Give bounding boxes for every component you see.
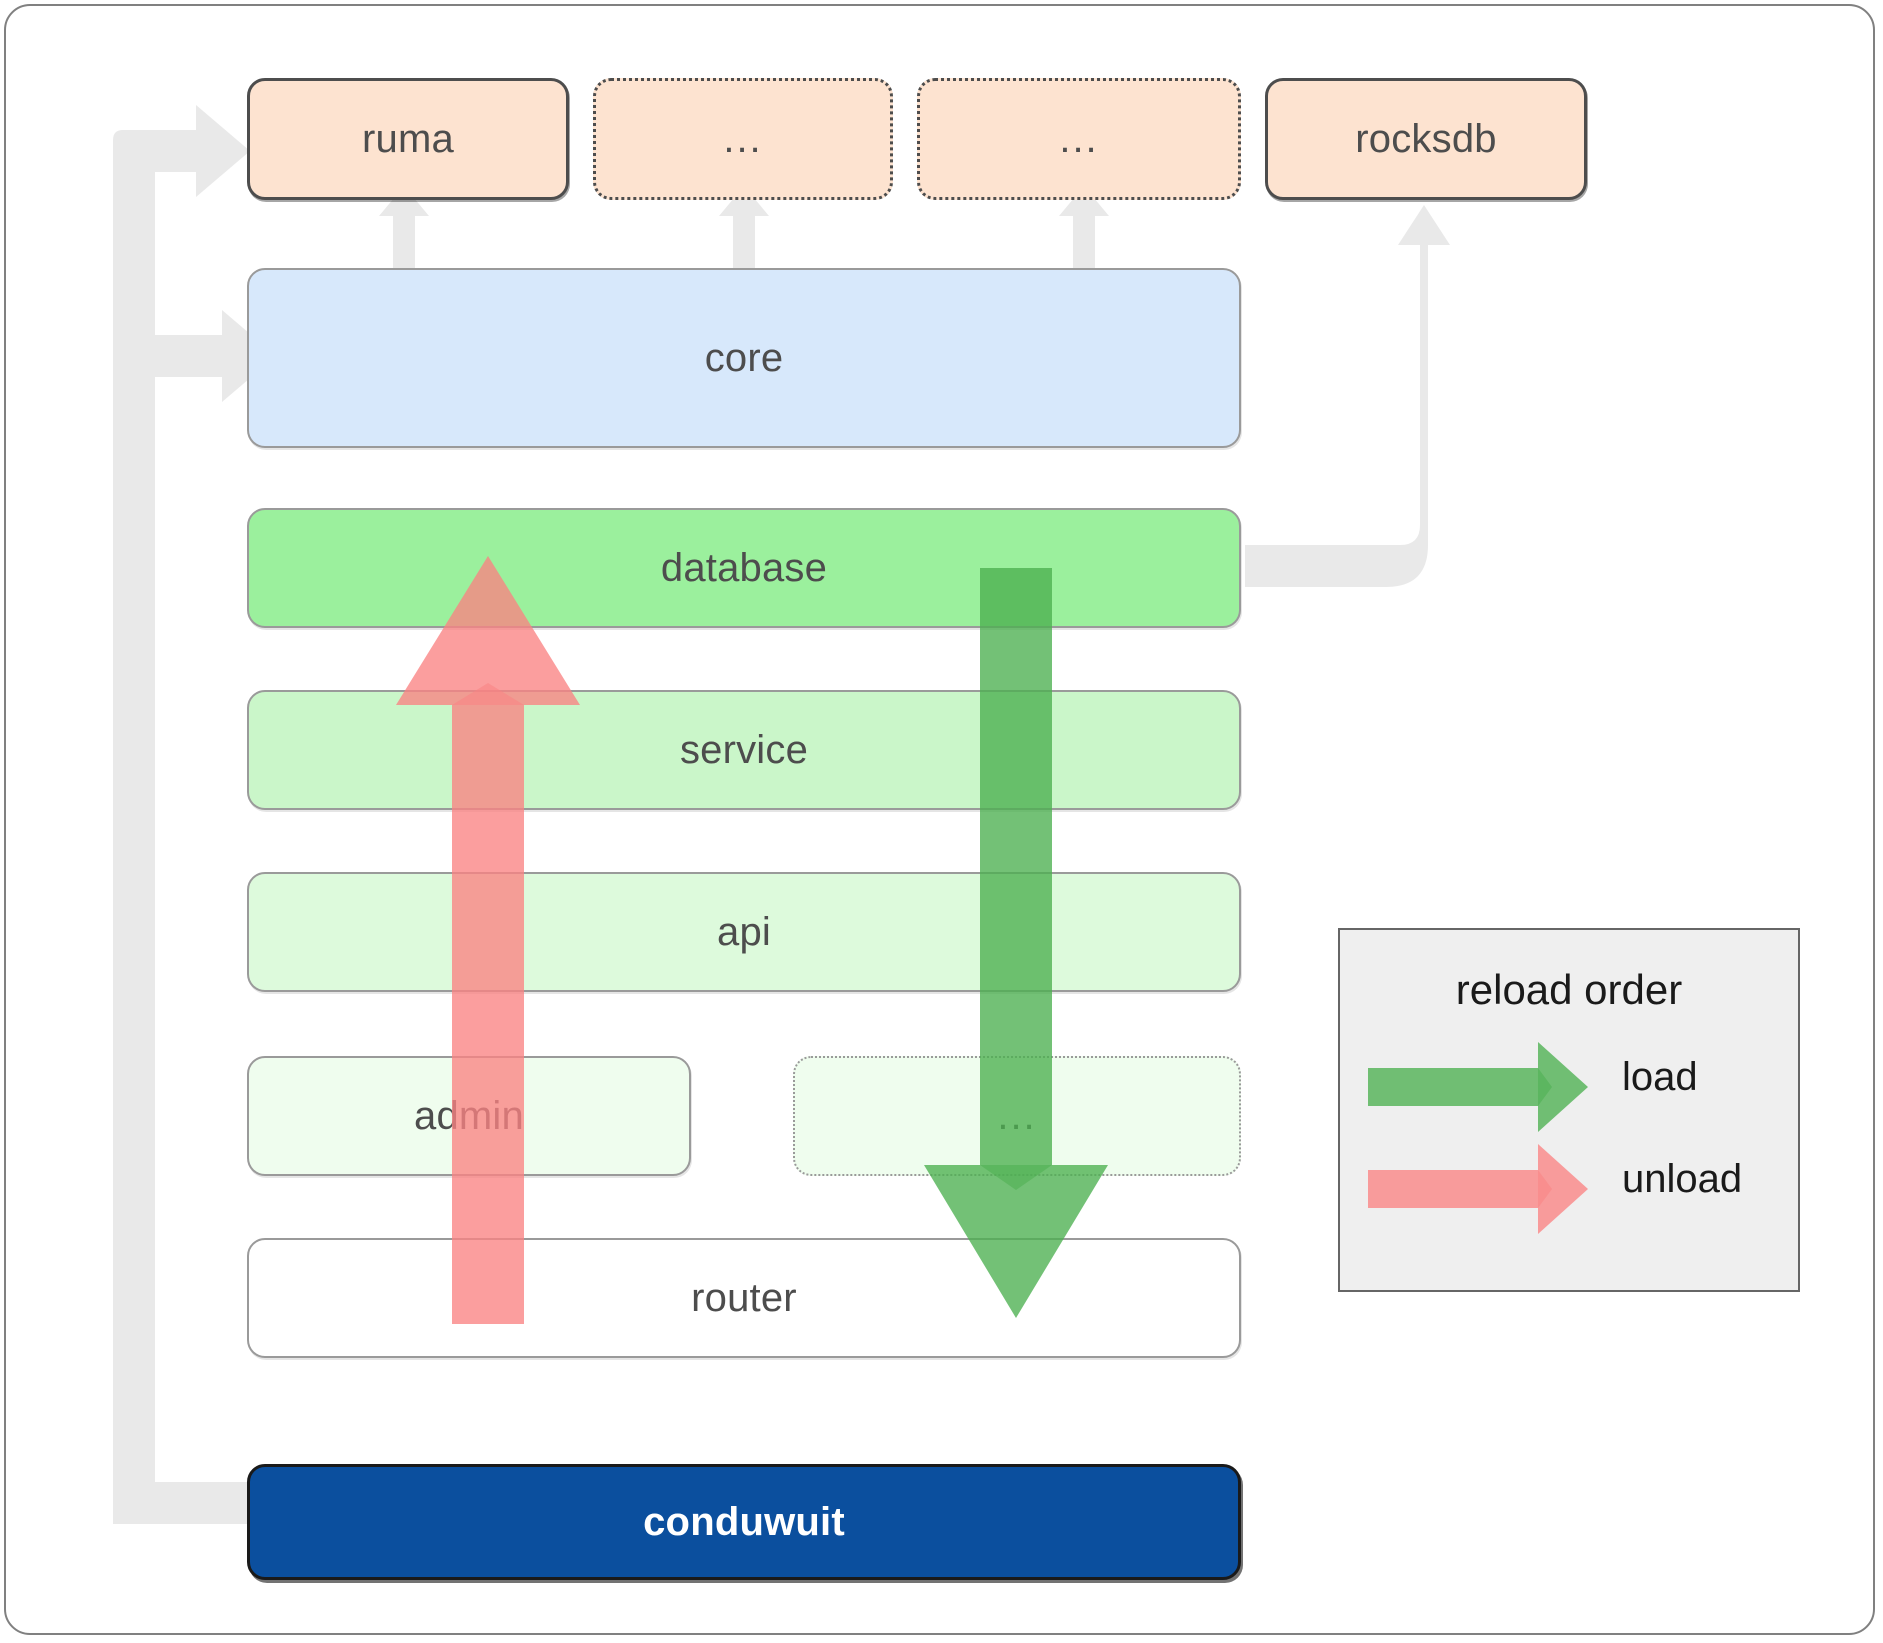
- legend-label-load: load: [1622, 1055, 1698, 1099]
- node-database[interactable]: database: [247, 508, 1241, 628]
- node-router[interactable]: router: [247, 1238, 1241, 1358]
- diagram-frame: [4, 4, 1875, 1635]
- node-api[interactable]: api: [247, 872, 1241, 992]
- node-admin-label: admin: [414, 1093, 524, 1138]
- node-ellipsis-2[interactable]: ...: [917, 78, 1241, 200]
- node-router-label: router: [691, 1275, 797, 1320]
- node-core-label: core: [704, 335, 784, 380]
- legend-panel: reload order load unload: [1338, 928, 1800, 1292]
- node-api-label: api: [717, 909, 771, 954]
- node-ruma-label: ruma: [362, 116, 454, 161]
- node-admin[interactable]: admin: [247, 1056, 691, 1176]
- legend-title: reload order: [1455, 966, 1683, 1013]
- node-core[interactable]: core: [247, 268, 1241, 448]
- node-conduwuit-label: conduwuit: [643, 1499, 845, 1544]
- node-conduwuit[interactable]: conduwuit: [247, 1464, 1241, 1580]
- node-admin-ellipsis-label: ...: [997, 1093, 1037, 1138]
- node-service-label: service: [679, 727, 809, 772]
- legend-label-unload: unload: [1622, 1157, 1743, 1201]
- node-ruma[interactable]: ruma: [247, 78, 569, 200]
- node-rocksdb-label: rocksdb: [1355, 116, 1497, 161]
- node-service[interactable]: service: [247, 690, 1241, 810]
- node-database-label: database: [660, 545, 828, 590]
- node-ellipsis-2-label: ...: [1059, 116, 1099, 161]
- node-rocksdb[interactable]: rocksdb: [1265, 78, 1587, 200]
- node-admin-ellipsis[interactable]: ...: [793, 1056, 1241, 1176]
- node-ellipsis-1-label: ...: [723, 116, 763, 161]
- node-ellipsis-1[interactable]: ...: [593, 78, 893, 200]
